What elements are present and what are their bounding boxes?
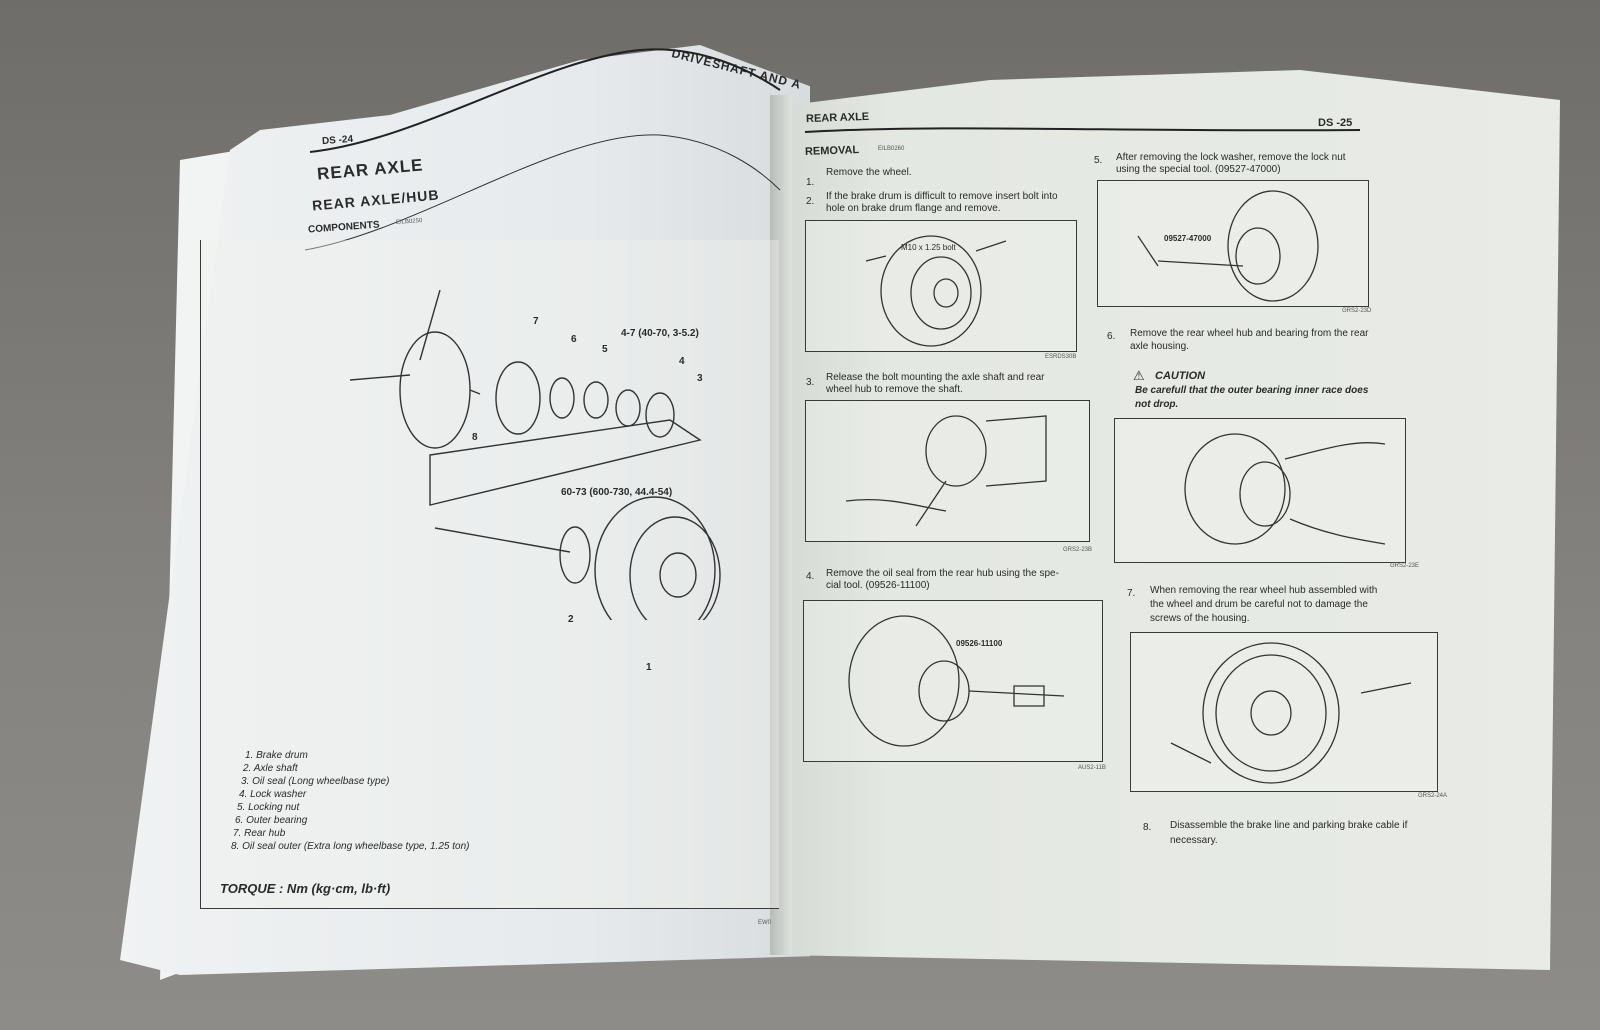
figure-axle-shaft-bolt	[805, 400, 1090, 542]
header-rule-right	[804, 127, 1361, 133]
figure-label-tool: 09526-11100	[956, 639, 1003, 648]
step-number: 5.	[1094, 155, 1103, 166]
step-text: axle housing.	[1130, 341, 1189, 352]
callout-torque-4-7: 4-7 (40-70, 3-5.2)	[621, 328, 699, 339]
step-text: Release the bolt mounting the axle shaft…	[826, 372, 1045, 383]
callout-7: 7	[533, 316, 539, 327]
step-text: using the special tool. (09527-47000)	[1116, 164, 1281, 175]
callout-2: 2	[568, 614, 574, 625]
step-number: 2.	[806, 196, 815, 207]
step-text: After removing the lock washer, remove t…	[1116, 152, 1346, 163]
page-number-right: DS -25	[1318, 117, 1353, 129]
legend-item: 8. Oil seal outer (Extra long wheelbase …	[231, 841, 470, 852]
callout-torque-60-73: 60-73 (600-730, 44.4-54)	[561, 487, 673, 498]
figure-brake-drum-bolt: M10 x 1.25 bolt	[805, 220, 1077, 352]
callout-1: 1	[646, 662, 652, 673]
callout-8: 8	[472, 432, 478, 443]
legend-item: 5. Locking nut	[237, 802, 300, 813]
legend-item: 6. Outer bearing	[235, 815, 308, 826]
step-number: 1.	[806, 177, 815, 188]
step-text: the wheel and drum be careful not to dam…	[1150, 599, 1368, 610]
step-text: Remove the rear wheel hub and bearing fr…	[1130, 328, 1369, 339]
figure-code: ESRDS30B	[1045, 354, 1077, 360]
legend-item: 2. Axle shaft	[243, 763, 298, 774]
figure-code-left: EW0	[758, 920, 772, 926]
caution-text: not drop.	[1135, 399, 1179, 410]
callout-5: 5	[602, 344, 608, 355]
step-text: hole on brake drum flange and remove.	[826, 203, 1001, 214]
step-number: 4.	[806, 571, 815, 582]
step-text: cial tool. (09526-11100)	[826, 580, 930, 591]
figure-code: GRS2-23D	[1342, 308, 1372, 314]
step-number: 3.	[806, 377, 815, 388]
figure-code: GRS2-24A	[1418, 793, 1448, 799]
step-text: When removing the rear wheel hub assembl…	[1150, 585, 1378, 596]
figure-label-bolt: M10 x 1.25 bolt	[901, 243, 956, 252]
page-number-left: DS -24	[321, 133, 354, 148]
caution-title: CAUTION	[1155, 370, 1206, 382]
step-number: 8.	[1143, 822, 1152, 833]
figure-code: GRS2-23B	[1063, 547, 1093, 553]
section-code-right: EILB0260	[878, 146, 905, 152]
step-number: 7.	[1127, 588, 1136, 599]
step-text: necessary.	[1170, 835, 1218, 846]
components-frame	[200, 240, 779, 909]
step-text: Disassemble the brake line and parking b…	[1170, 820, 1408, 831]
callout-4: 4	[679, 356, 685, 367]
figure-code: AUS2-11B	[1078, 765, 1106, 771]
step-text: If the brake drum is difficult to remove…	[826, 191, 1058, 202]
figure-wheel-hub-assembly	[1130, 632, 1438, 792]
step-text: wheel hub to remove the shaft.	[826, 384, 963, 395]
figure-oil-seal-removal: 09526-11100	[803, 600, 1103, 762]
caution-warning-icon: ⚠	[1133, 368, 1145, 383]
step-number: 6.	[1107, 331, 1116, 342]
figure-lock-nut-removal: 09527-47000	[1097, 180, 1369, 307]
left-page	[120, 45, 810, 975]
step-text: Remove the oil seal from the rear hub us…	[826, 568, 1059, 579]
legend-item: 4. Lock washer	[239, 789, 307, 800]
legend-item: 7. Rear hub	[233, 828, 286, 839]
callout-3: 3	[697, 373, 703, 384]
section-removal: REMOVAL	[804, 144, 860, 158]
figure-label-tool: 09527-47000	[1164, 234, 1212, 243]
figure-hub-bearing-removal	[1114, 418, 1406, 563]
callout-6: 6	[571, 334, 577, 345]
step-text: screws of the housing.	[1150, 613, 1250, 624]
legend-item: 3. Oil seal (Long wheelbase type)	[241, 776, 390, 787]
book-spine	[770, 95, 792, 955]
figure-code: GRS2-23E	[1390, 563, 1420, 569]
torque-label: TORQUE : Nm (kg·cm, lb·ft)	[220, 881, 391, 896]
legend-item: 1. Brake drum	[245, 750, 308, 761]
step-text: Remove the wheel.	[826, 167, 912, 178]
header-rule-curve	[304, 48, 781, 251]
caution-text: Be carefull that the outer bearing inner…	[1135, 385, 1369, 396]
components-exploded-diagram	[349, 290, 721, 620]
